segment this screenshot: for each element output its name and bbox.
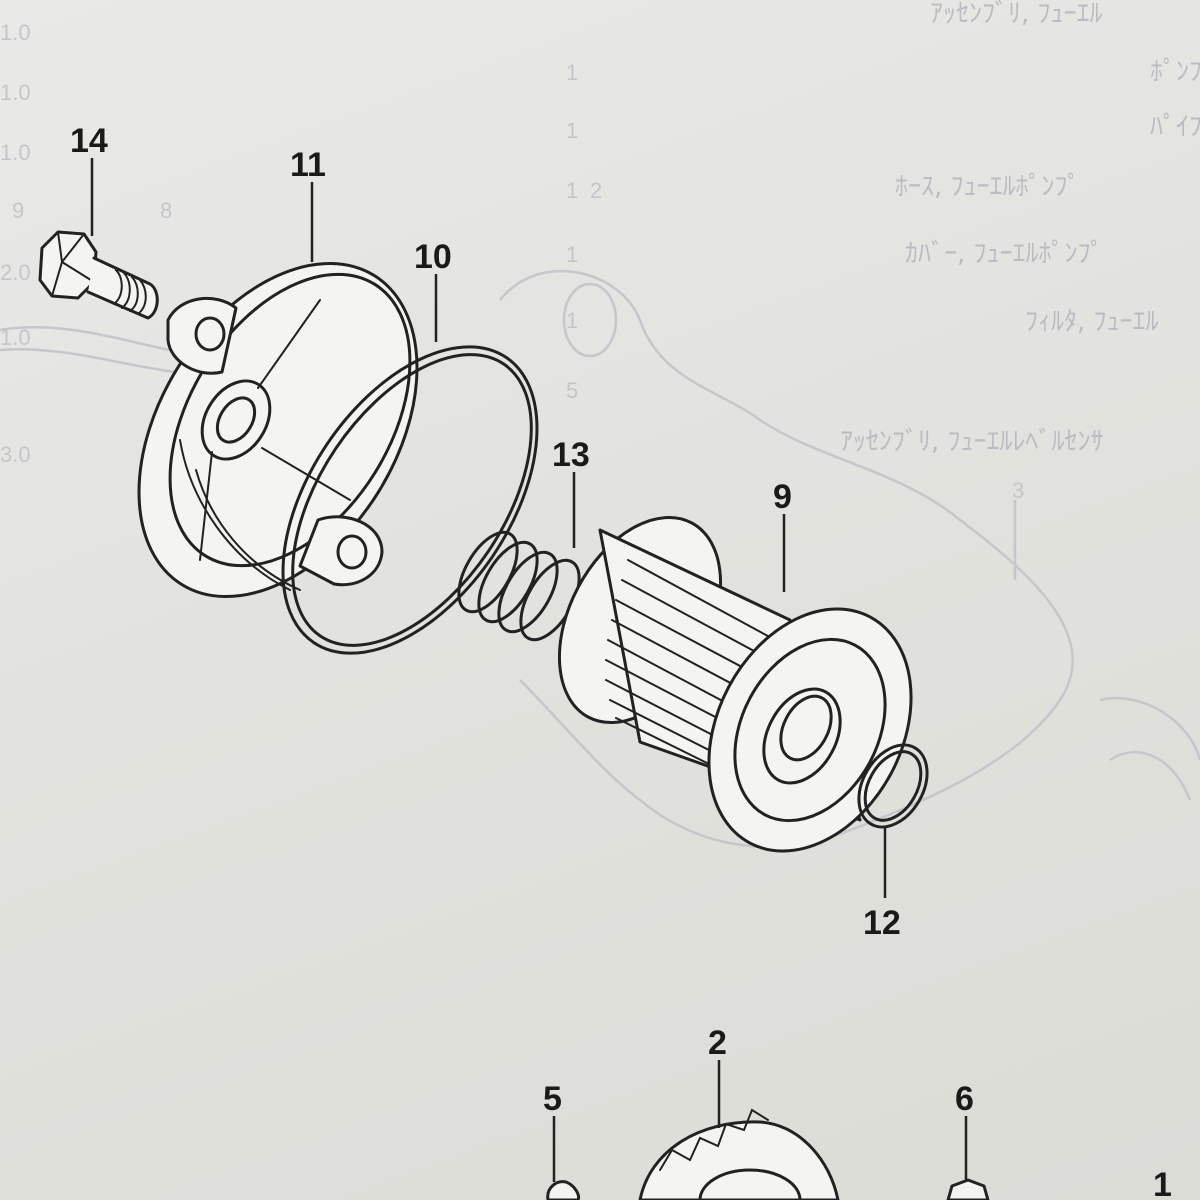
ghost-text-line-5: ｶﾊﾞｰ, ﾌｭｰｴﾙﾎﾟﾝﾌﾟ [905, 239, 1104, 269]
spring-coil-3 [497, 550, 559, 634]
callout-5: 5 [543, 1080, 562, 1118]
cover-boss [200, 379, 272, 461]
ghost-num-left-7: 3.0 [0, 442, 31, 467]
filter-front-cap-inner [733, 637, 887, 823]
part-o-ring-small [857, 743, 929, 829]
callout-1: 1 [1153, 1166, 1172, 1200]
ghost-hose-outline [0, 326, 176, 374]
filter-pleats [605, 559, 813, 807]
ghost-num-col-5: 1 [566, 242, 578, 267]
ghost-num-col-4: 2 [590, 178, 602, 203]
ghost-num-left-5: 2.0 [0, 260, 31, 285]
part-spring [457, 530, 581, 642]
filter-center-hole-inner [779, 694, 833, 762]
part-bolt [38, 230, 159, 320]
ghost-num-col-1: 1 [566, 60, 578, 85]
leader-lines [90, 158, 968, 1182]
ghost-num-col-7: 5 [566, 378, 578, 403]
bolt-threads [113, 269, 147, 315]
callout-labels: 14 11 10 13 9 12 2 5 6 1 [70, 122, 1172, 1200]
ghost-num-left-1: 1.0 [0, 20, 31, 45]
ghost-text-line-6: ﾌｨﾙﾀ, ﾌｭｰｴﾙ [1025, 307, 1159, 337]
o-ring-large-outer [281, 345, 539, 655]
cover-spokes [199, 299, 351, 561]
fitting-6-body [946, 1178, 990, 1200]
cover-lug-top [166, 296, 238, 375]
ghost-text-line-1: ｱｯｾﾝﾌﾞﾘ, ﾌｭｰｴﾙ [930, 0, 1103, 29]
part-gear [638, 1108, 840, 1200]
gear-body [638, 1120, 840, 1200]
callout-6: 6 [955, 1080, 974, 1118]
o-ring-small-inner [863, 750, 923, 822]
ghost-text-line-4: ﾎｰｽ, ﾌｭｰｴﾙﾎﾟﾝﾌﾟ [895, 172, 1081, 202]
ghost-num-col-8: 8 [160, 198, 172, 223]
spring-coil-2 [477, 540, 539, 624]
ghost-num-col-2: 1 [566, 118, 578, 143]
cover-lug-bottom-hole [336, 534, 368, 570]
filter-center-hole [762, 687, 842, 785]
cover-lug-bottom [298, 515, 384, 587]
part-o-ring-large [281, 345, 539, 655]
part-cover [137, 261, 419, 599]
ghost-text-line-3: ﾊﾟｲﾌﾟ [1150, 112, 1200, 142]
background-ghost-layer: ｱｯｾﾝﾌﾞﾘ, ﾌｭｰｴﾙ ﾎﾟﾝﾌﾟ ﾊﾟｲﾌﾟ ﾎｰｽ, ﾌｭｰｴﾙﾎﾟﾝ… [0, 0, 1200, 849]
o-ring-large-inner [291, 353, 533, 647]
bolt-head-facets [51, 231, 95, 297]
cover-lug-top-hole [194, 316, 226, 352]
ghost-text-line-2: ﾎﾟﾝﾌﾟ [1150, 57, 1200, 87]
o-ring-small-outer [857, 743, 929, 829]
callout-2: 2 [708, 1024, 727, 1062]
fitting-5-body [546, 1180, 580, 1200]
part-small-fitting-6 [946, 1178, 990, 1200]
ghost-num-col-3: 1 [566, 178, 578, 203]
gear-teeth [659, 1108, 769, 1171]
callout-13: 13 [552, 436, 590, 474]
ghost-num-left-2: 1.0 [0, 80, 31, 105]
ghost-num-col-6: 1 [566, 308, 578, 333]
ghost-ring [562, 282, 618, 358]
ghost-num-col-9: 3 [1012, 478, 1024, 503]
callout-14: 14 [70, 122, 108, 160]
callout-9: 9 [773, 478, 792, 516]
ghost-pump-outline [499, 269, 1074, 849]
callout-12: 12 [863, 904, 901, 942]
gear-hub [698, 1168, 802, 1200]
callout-11: 11 [290, 146, 326, 184]
ghost-fitting-outline [1099, 696, 1200, 801]
ghost-num-left-3: 1.0 [0, 140, 31, 165]
cover-ribs [179, 439, 301, 591]
part-filter-element [557, 515, 913, 853]
ghost-num-left-4: 9 [12, 198, 24, 223]
part-small-fitting-5 [546, 1180, 580, 1200]
callout-10: 10 [414, 238, 452, 276]
ghost-text-line-7: ｱｯｾﾝﾌﾞﾘ, ﾌｭｰｴﾙﾚﾍﾞﾙｾﾝｻ [840, 427, 1104, 457]
cover-boss-hole [215, 396, 257, 444]
